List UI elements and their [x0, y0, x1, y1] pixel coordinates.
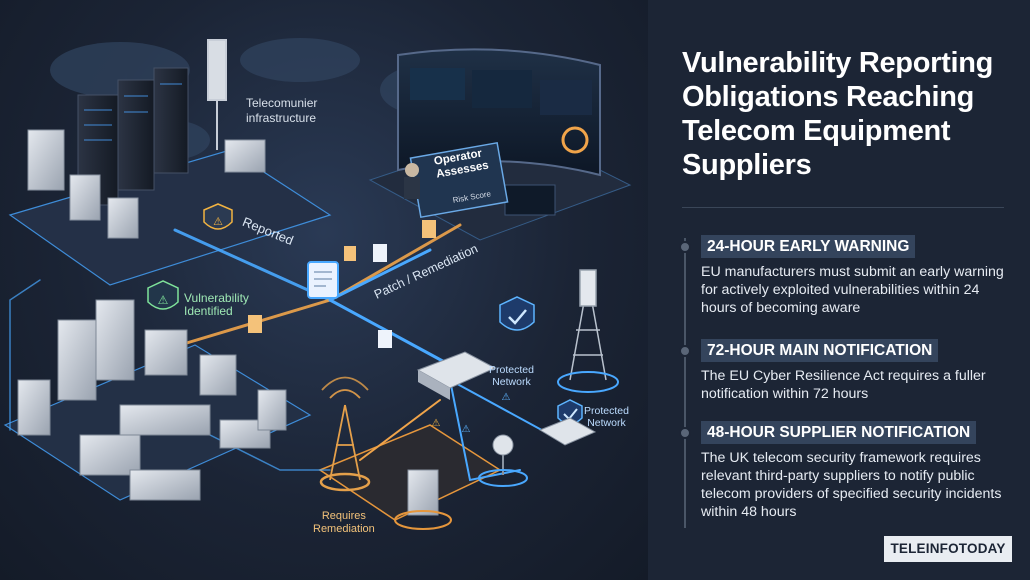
antenna-tower-remediation — [319, 376, 371, 492]
label-requires-remediation: Requires Remediation — [313, 510, 375, 535]
antenna-tower-right — [557, 269, 619, 393]
antenna-tower-top — [207, 39, 227, 150]
label-protected-network-1: Protected Network — [489, 364, 534, 388]
page-title: Vulnerability Reporting Obligations Reac… — [682, 47, 994, 181]
timeline-dot — [679, 241, 691, 253]
document-hub — [248, 220, 436, 348]
satellite-dish — [478, 434, 528, 487]
badge-24-hour-early-warning: 24-HOUR EARLY WARNING — [701, 235, 916, 258]
vulnerability-shield: ⚠ — [147, 280, 179, 310]
field-cabinet — [394, 469, 452, 530]
flow-warning-icons: ⚠ ⚠ ⚠ — [432, 392, 511, 435]
label-infrastructure: Telecomunier infrastructure — [246, 96, 318, 125]
label-protected-network-2: Protected Network — [584, 405, 629, 429]
svg-text:⚠: ⚠ — [213, 215, 223, 228]
svg-text:⚠: ⚠ — [462, 424, 471, 435]
timeline-dot — [679, 345, 691, 357]
illustration-canvas: ⚠ ⚠ — [3, 38, 632, 530]
badge-72-hour-main-notification: 72-HOUR MAIN NOTIFICATION — [701, 339, 939, 362]
title-divider — [682, 207, 1004, 208]
network-switch — [416, 351, 597, 446]
network-illustration: ⚠ ⚠ — [0, 0, 648, 580]
badge-48-hour-supplier-notification: 48-HOUR SUPPLIER NOTIFICATION — [701, 421, 977, 444]
warning-shield-top: ⚠ — [203, 203, 233, 230]
server-racks-bottom — [17, 299, 287, 501]
svg-text:⚠: ⚠ — [158, 293, 169, 307]
timeline-line — [684, 238, 686, 528]
svg-text:⚠: ⚠ — [502, 392, 511, 403]
server-racks-top — [27, 67, 266, 239]
description-48h: The UK telecom security framework requir… — [701, 450, 1002, 520]
info-panel: Vulnerability Reporting Obligations Reac… — [648, 0, 1030, 580]
operator-control-room — [397, 48, 601, 219]
timeline-dot — [679, 427, 691, 439]
description-72h: The EU Cyber Resilience Act requires a f… — [701, 368, 986, 402]
svg-text:⚠: ⚠ — [432, 418, 441, 429]
protected-shield-1 — [499, 296, 535, 331]
description-24h: EU manufacturers must submit an early wa… — [701, 264, 1004, 316]
brand-logo: TELEINFOTODAY — [884, 536, 1012, 562]
label-vulnerability-identified: Vulnerability Identified — [184, 291, 249, 318]
